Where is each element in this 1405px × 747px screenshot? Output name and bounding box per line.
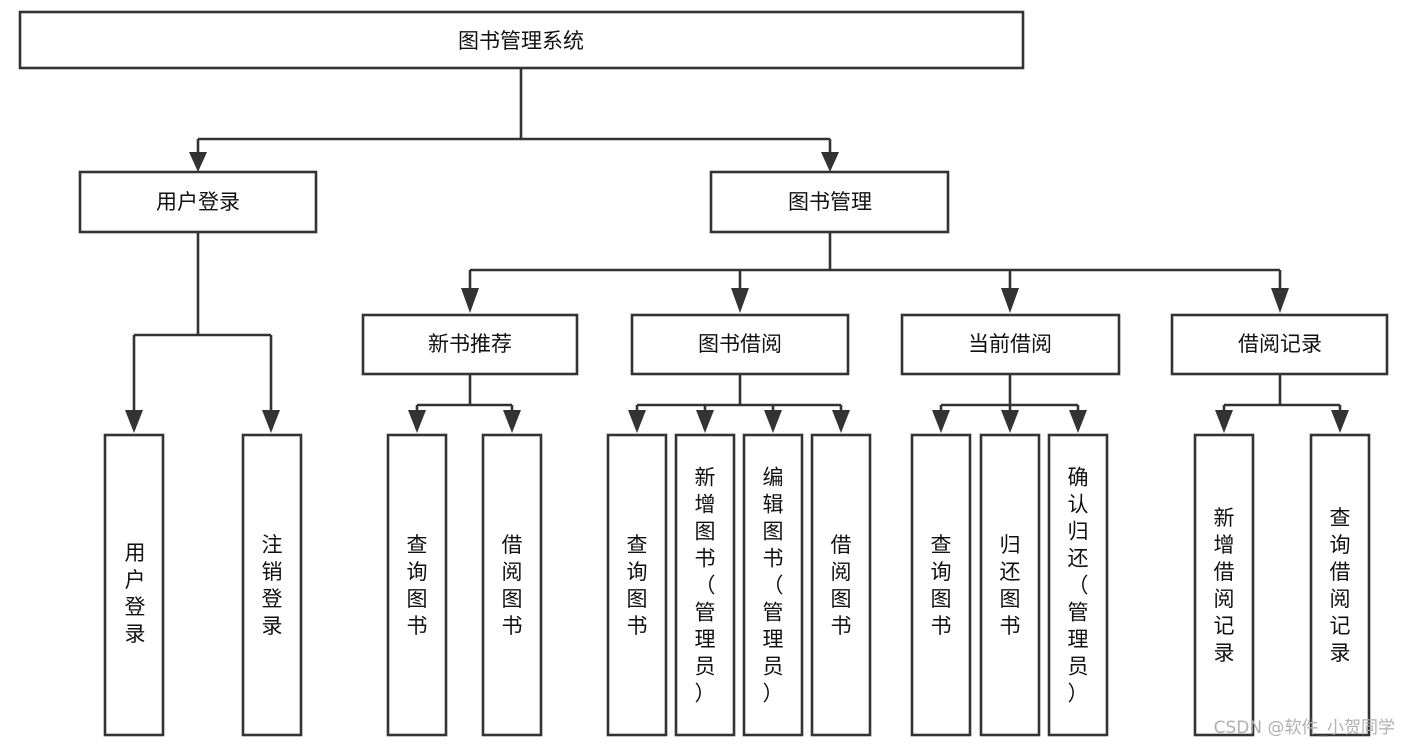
leaf-node-11[interactable]: 确认归还（管理员）: [1047, 433, 1109, 737]
node-current-borrow[interactable]: 当前借阅: [900, 313, 1121, 376]
leaf-node-1[interactable]: 用户登录: [103, 433, 165, 737]
leaf-node-6[interactable]: 新增图书（管理员）: [674, 433, 736, 737]
leaf-node-11-label: 确认归还（管理员）: [1068, 466, 1089, 706]
leaf-node-10-label: 归还图书: [1000, 533, 1021, 638]
arrow-to-leaf-4: [503, 410, 521, 433]
leaf-node-13-box[interactable]: [1309, 433, 1371, 737]
leaf-node-5[interactable]: 查询图书: [606, 433, 668, 737]
node-book-management[interactable]: 图书管理: [709, 170, 950, 234]
leaf-node-13[interactable]: 查询借阅记录: [1309, 433, 1371, 737]
node-user-login-label: 用户登录: [156, 190, 240, 214]
leaf-node-6-label: 新增图书（管理员）: [695, 466, 716, 706]
watermark-label: CSDN @软件_小贺同学: [1214, 718, 1395, 738]
connector-current-bus: [939, 374, 1080, 412]
node-borrow-records[interactable]: 借阅记录: [1170, 313, 1389, 376]
leaf-node-7-box[interactable]: [742, 433, 804, 737]
connector-borrow-bus: [635, 374, 843, 412]
node-root-box[interactable]: [18, 10, 1025, 70]
arrow-to-leaf-6: [696, 410, 714, 433]
node-new-book-recommend[interactable]: 新书推荐: [361, 313, 579, 376]
node-book-borrow-label: 图书借阅: [698, 332, 782, 356]
connector-bookmgmt-bus: [468, 232, 1282, 290]
leaf-node-9-box[interactable]: [910, 433, 972, 737]
leaf-node-7[interactable]: 编辑图书（管理员）: [742, 433, 804, 737]
leaf-node-13-label: 查询借阅记录: [1330, 506, 1351, 665]
node-borrow-records-label: 借阅记录: [1238, 332, 1322, 356]
node-user-login-box[interactable]: [78, 170, 318, 234]
arrow-to-leaf-8: [832, 410, 850, 433]
arrow-to-leaf-10: [1001, 410, 1019, 433]
leaf-node-9-label: 查询图书: [931, 533, 952, 638]
leaf-node-2-box[interactable]: [241, 433, 303, 737]
leaf-node-5-box[interactable]: [606, 433, 668, 737]
node-current-borrow-box[interactable]: [900, 313, 1121, 376]
leaf-node-1-box[interactable]: [103, 433, 165, 737]
connector-root-bus: [196, 68, 832, 156]
node-book-borrow[interactable]: 图书借阅: [630, 313, 850, 376]
leaf-node-2-label: 注销登录: [262, 533, 283, 638]
leaf-node-3[interactable]: 查询图书: [386, 433, 448, 737]
leaf-node-1-label: 用户登录: [122, 542, 146, 644]
leaf-node-12-box[interactable]: [1193, 433, 1255, 737]
node-new-book-recommend-label: 新书推荐: [428, 332, 512, 356]
leaf-node-12[interactable]: 新增借阅记录: [1193, 433, 1255, 737]
arrow-to-leaf-7: [764, 410, 782, 433]
arrow-to-leaf-9: [932, 410, 950, 433]
node-book-borrow-box[interactable]: [630, 313, 850, 376]
leaf-node-3-label: 查询图书: [407, 533, 428, 638]
leaf-node-11-box[interactable]: [1047, 433, 1109, 737]
leaf-node-2[interactable]: 注销登录: [241, 433, 303, 737]
arrow-to-current-borrow: [1001, 288, 1019, 313]
arrow-to-borrow-records: [1271, 288, 1289, 313]
node-book-management-label: 图书管理: [788, 190, 872, 214]
arrow-to-leaf-1: [125, 410, 143, 433]
node-new-book-recommend-box[interactable]: [361, 313, 579, 376]
connector-login-bus: [132, 232, 273, 412]
arrow-to-user-login: [189, 152, 207, 172]
arrow-to-leaf-13: [1331, 410, 1349, 433]
node-current-borrow-label: 当前借阅: [968, 332, 1052, 356]
arrow-to-leaf-12: [1215, 410, 1233, 433]
leaf-node-4-label: 借阅图书: [502, 533, 523, 638]
leaf-node-8-label: 借阅图书: [831, 533, 852, 638]
connector-newbook-bus: [415, 374, 514, 412]
leaf-node-9[interactable]: 查询图书: [910, 433, 972, 737]
leaf-node-7-label: 编辑图书（管理员）: [763, 466, 784, 706]
leaf-node-3-box[interactable]: [386, 433, 448, 737]
leaf-node-6-box[interactable]: [674, 433, 736, 737]
arrow-to-book-borrow: [731, 288, 749, 313]
arrow-to-leaf-2: [262, 410, 280, 433]
arrow-to-leaf-11: [1069, 410, 1087, 433]
leaf-node-5-label: 查询图书: [627, 533, 648, 638]
node-book-management-box[interactable]: [709, 170, 950, 234]
node-root[interactable]: 图书管理系统: [18, 10, 1025, 70]
leaf-node-8-box[interactable]: [810, 433, 872, 737]
leaf-node-4-box[interactable]: [481, 433, 543, 737]
node-user-login[interactable]: 用户登录: [78, 170, 318, 234]
node-borrow-records-box[interactable]: [1170, 313, 1389, 376]
leaf-node-10-box[interactable]: [979, 433, 1041, 737]
arrow-to-book-management: [821, 152, 839, 172]
node-root-label: 图书管理系统: [458, 29, 584, 53]
arrow-to-new-book: [461, 288, 479, 313]
arrow-to-leaf-3: [408, 410, 426, 433]
leaf-node-4[interactable]: 借阅图书: [481, 433, 543, 737]
connector-records-bus: [1222, 374, 1342, 412]
leaf-node-10[interactable]: 归还图书: [979, 433, 1041, 737]
arrow-to-leaf-5: [628, 410, 646, 433]
connectors-layer: [125, 68, 1349, 433]
leaf-node-8[interactable]: 借阅图书: [810, 433, 872, 737]
leaf-node-12-label: 新增借阅记录: [1214, 506, 1235, 665]
